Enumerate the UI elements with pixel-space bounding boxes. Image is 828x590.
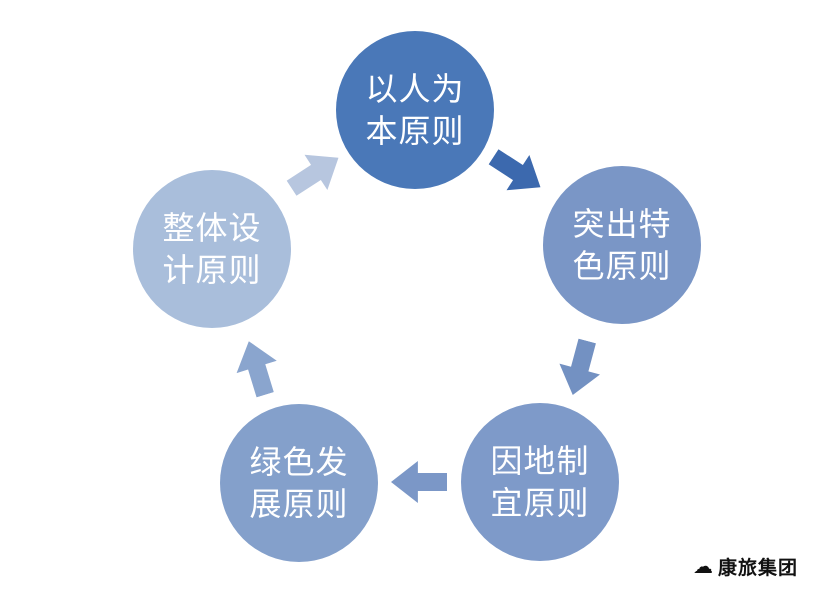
- node-green-development: 绿色发 展原则: [220, 404, 378, 562]
- node-local-conditions-label: 因地制 宜原则: [490, 442, 590, 521]
- node-people-oriented: 以人为 本原则: [336, 31, 494, 189]
- node-distinctive-features: 突出特 色原则: [543, 166, 701, 324]
- watermark-text: 康旅集团: [717, 558, 798, 579]
- node-overall-design: 整体设 计原则: [133, 170, 291, 328]
- node-green-development-label: 绿色发 展原则: [249, 443, 349, 522]
- node-local-conditions: 因地制 宜原则: [461, 403, 619, 561]
- node-distinctive-features-label: 突出特 色原则: [572, 205, 672, 284]
- cloud-logo-icon: ☁: [692, 555, 713, 578]
- arrow-top-to-right-icon: [482, 139, 552, 205]
- arrow-bottomright-to-bottomleft-icon: [391, 461, 447, 503]
- arrow-right-to-bottomright-icon: [552, 336, 607, 401]
- arrow-bottomleft-to-left-icon: [229, 335, 286, 401]
- watermark: ☁ 康旅集团: [693, 553, 798, 580]
- node-overall-design-label: 整体设 计原则: [162, 209, 262, 288]
- arrow-left-to-top-icon: [280, 140, 350, 206]
- node-people-oriented-label: 以人为 本原则: [365, 70, 465, 149]
